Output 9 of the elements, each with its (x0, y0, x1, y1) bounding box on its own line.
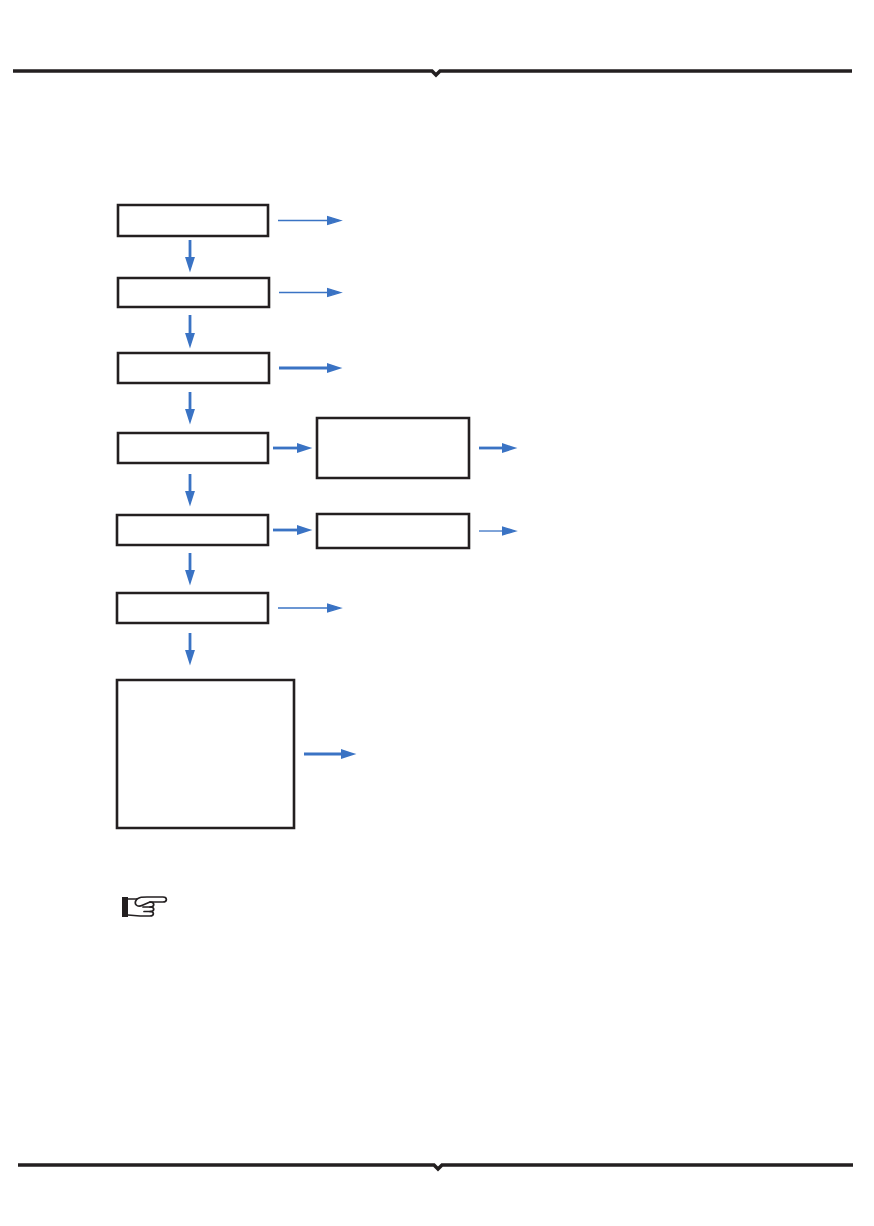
flow-box (116, 203, 270, 238)
flow-box (116, 351, 271, 385)
flow-box (115, 678, 296, 830)
flow-box (115, 591, 270, 625)
flow-box (315, 512, 471, 550)
flow-box (116, 276, 271, 309)
flow-box (115, 513, 270, 547)
flow-box (116, 431, 270, 465)
flow-box (315, 416, 471, 480)
